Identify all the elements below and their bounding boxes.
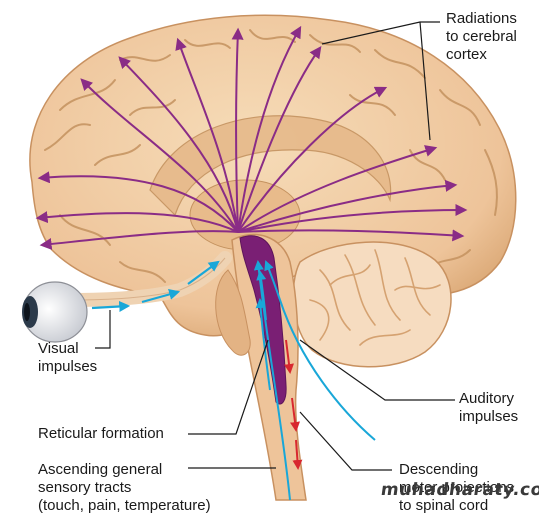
cortical-radiations xyxy=(35,25,468,250)
cerebellum xyxy=(292,241,452,368)
leader-reticular xyxy=(188,339,269,435)
auditory-impulse-arrow xyxy=(264,260,376,441)
brainstem xyxy=(215,233,307,501)
label-radiations: Radiations to cerebral cortex xyxy=(446,10,517,63)
leader-radiations-b xyxy=(419,21,431,141)
visual-impulse-arrows xyxy=(91,260,220,312)
watermark-text: muhadharaty.com xyxy=(379,480,539,500)
leader-lines xyxy=(95,21,455,471)
label-visual-impulses: Visual impulses xyxy=(38,340,98,375)
label-ascending-tracts: Ascending general sensory tracts (touch,… xyxy=(38,461,211,514)
leader-auditory xyxy=(299,339,455,401)
leader-visual xyxy=(95,310,111,349)
label-auditory-impulses: Auditory impulses xyxy=(459,390,519,425)
descending-motor-arrows xyxy=(284,339,303,470)
label-reticular-formation: Reticular formation xyxy=(38,425,164,442)
ascending-sensory-arrows xyxy=(253,260,291,501)
leader-descending xyxy=(299,411,392,471)
label-descending-motor: Descending motor projections to spinal c… xyxy=(399,461,515,514)
reticular-formation xyxy=(239,235,287,405)
